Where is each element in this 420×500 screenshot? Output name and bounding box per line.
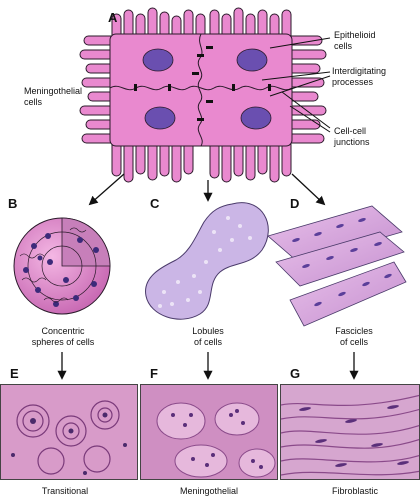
label-epithelioid-cells: Epithelioid cells	[334, 30, 376, 51]
panel-letter-e: E	[10, 366, 19, 381]
panel-letter-c: C	[150, 196, 160, 211]
label-fibroblastic: Fibroblastic	[331, 486, 378, 496]
label-concentric-spheres: Concentric spheres of cells	[31, 326, 95, 347]
panel-letter-g: G	[290, 366, 301, 381]
label-meningothelial-cells: Meningothelial cells	[24, 86, 83, 107]
label-transitional: Transitional	[41, 486, 89, 496]
micrograph-transitional	[0, 384, 138, 480]
cell-cluster-a	[79, 7, 327, 183]
label-lobules: Lobules of cells	[192, 326, 224, 347]
micrograph-fibroblastic	[280, 384, 420, 480]
callout-lines	[261, 37, 331, 133]
arrows-a	[88, 173, 326, 206]
micrograph-meningothelial	[140, 384, 278, 480]
label-cell-cell-junctions: Cell-cell junctions	[334, 126, 370, 147]
label-interdigitating-processes: Interdigitating processes	[332, 66, 387, 87]
panel-letter-b: B	[8, 196, 18, 211]
panel-letter-a: A	[108, 10, 118, 25]
panel-letter-d: D	[290, 196, 300, 211]
lobule-c	[145, 202, 269, 320]
fascicles-d	[267, 205, 407, 327]
arrows-down	[57, 352, 359, 380]
label-meningothelial: Meningothelial	[179, 486, 239, 496]
label-fascicles: Fascicles of cells	[335, 326, 373, 347]
panel-letter-f: F	[150, 366, 158, 381]
sphere-b	[13, 217, 111, 315]
